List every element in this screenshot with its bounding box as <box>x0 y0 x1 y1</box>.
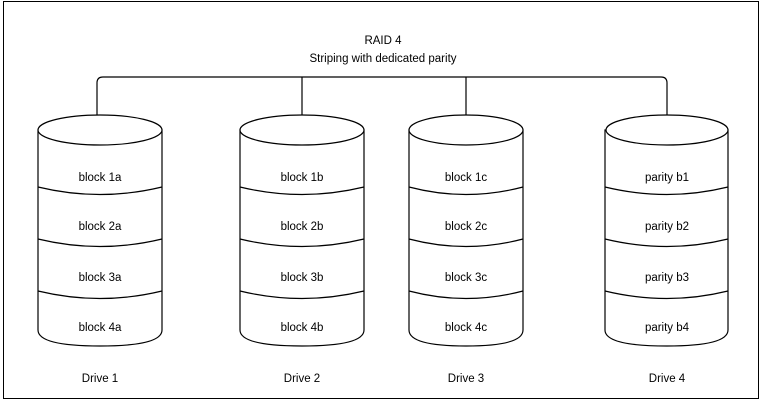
drive-3-label: Drive 3 <box>448 373 484 385</box>
drive-3-block-3: block 3c <box>445 272 487 284</box>
diagram-title-line1: RAID 4 <box>364 35 402 47</box>
drive-3-divider-1 <box>408 186 524 196</box>
drive-4-divider-2 <box>604 238 729 248</box>
drive-4-block-3: parity b3 <box>645 272 689 284</box>
drive-2-divider-2 <box>239 238 365 248</box>
drive-4-block-2: parity b2 <box>645 221 689 233</box>
drive-3-divider-3 <box>408 290 524 300</box>
drive-2-cylinder-body <box>239 129 365 347</box>
drive-1-divider-2 <box>37 238 163 248</box>
drive-2-divider-1 <box>239 186 365 196</box>
drive-2-label: Drive 2 <box>284 373 320 385</box>
drive-3-block-1: block 1c <box>445 172 487 184</box>
drive-4-label: Drive 4 <box>649 373 686 385</box>
drive-4-block-4: parity b4 <box>645 322 690 334</box>
drive-3-block-2: block 2c <box>445 221 487 233</box>
drive-1-block-2: block 2a <box>79 221 122 233</box>
drive-3-cylinder-body <box>408 129 524 347</box>
raid-controller-bus <box>96 76 668 130</box>
drive-1-divider-3 <box>37 290 163 300</box>
drive-3-cylinder-top <box>408 114 524 146</box>
drive-3-group[interactable]: block 1c block 2c block 3c block 4c Driv… <box>408 114 524 385</box>
drive-1-cylinder-body <box>37 129 163 347</box>
drive-2-group[interactable]: block 1b block 2b block 3b block 4b Driv… <box>239 114 365 385</box>
drive-1-block-3: block 3a <box>79 272 122 284</box>
drive-4-divider-3 <box>604 290 729 300</box>
drive-1-group[interactable]: block 1a block 2a block 3a block 4a Driv… <box>37 114 163 385</box>
drive-2-block-2: block 2b <box>281 221 324 233</box>
drive-4-cylinder-top <box>605 114 729 146</box>
drive-1-cylinder-top <box>37 114 163 146</box>
drive-2-block-3: block 3b <box>281 272 324 284</box>
drive-2-divider-3 <box>239 290 365 300</box>
drive-2-block-4: block 4b <box>281 322 324 334</box>
drive-4-cylinder-body <box>604 129 729 347</box>
drive-1-label: Drive 1 <box>82 373 118 385</box>
drive-1-divider-1 <box>37 186 163 196</box>
drive-3-block-4: block 4c <box>445 322 487 334</box>
drive-1-block-1: block 1a <box>79 172 122 184</box>
drive-1-block-4: block 4a <box>79 322 122 334</box>
drive-2-block-1: block 1b <box>281 172 324 184</box>
drive-3-divider-2 <box>408 238 524 248</box>
drive-4-divider-1 <box>604 186 729 196</box>
drive-4-group[interactable]: parity b1 parity b2 parity b3 parity b4 … <box>604 114 729 385</box>
diagram-title-line2: Striping with dedicated parity <box>309 53 456 65</box>
drive-4-block-1: parity b1 <box>645 172 689 184</box>
drive-2-cylinder-top <box>239 114 365 146</box>
